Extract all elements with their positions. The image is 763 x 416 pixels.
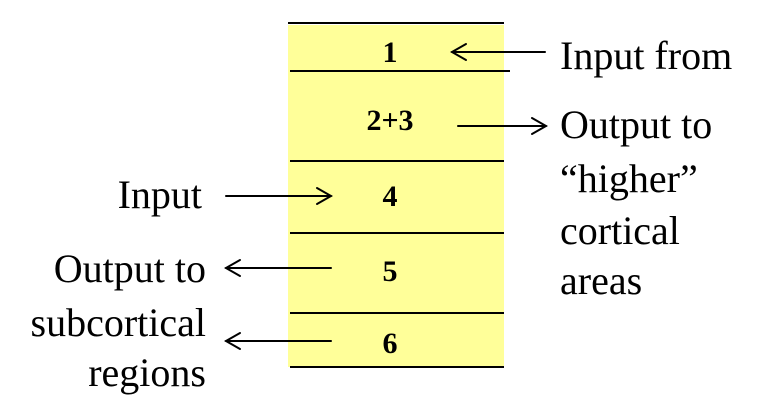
- output-layer5-arrow: [223, 259, 332, 277]
- output-higher-arrow: [457, 117, 549, 135]
- boundary-1-2: [290, 70, 510, 72]
- output-higher-line-3: cortical: [560, 208, 680, 253]
- boundary-5-6: [290, 312, 504, 314]
- output-layer6-arrow: [223, 332, 332, 350]
- output-higher-line-2: “higher”: [560, 156, 698, 201]
- boundary-4-5: [290, 232, 504, 234]
- output-higher-line-4: areas: [560, 258, 643, 303]
- boundary-top: [288, 22, 504, 24]
- input-arrow: [225, 187, 334, 205]
- layer-1-label: 1: [382, 36, 398, 69]
- output-subcortical-line-2: subcortical: [30, 300, 207, 345]
- output-higher-line-1: Output to: [560, 102, 713, 147]
- layer-6-label: 6: [382, 327, 398, 360]
- boundary-3-4: [290, 160, 504, 162]
- layer-2-3-label: 2+3: [366, 104, 414, 137]
- layer-5-label: 5: [382, 255, 398, 288]
- input-label: Input: [117, 172, 202, 217]
- layer-4-label: 4: [382, 180, 398, 213]
- input-from-label: Input from: [560, 33, 733, 78]
- output-subcortical-line-1: Output to: [53, 246, 206, 291]
- input-from-arrow: [449, 43, 546, 61]
- boundary-bottom: [290, 366, 504, 368]
- output-subcortical-line-3: regions: [88, 350, 206, 395]
